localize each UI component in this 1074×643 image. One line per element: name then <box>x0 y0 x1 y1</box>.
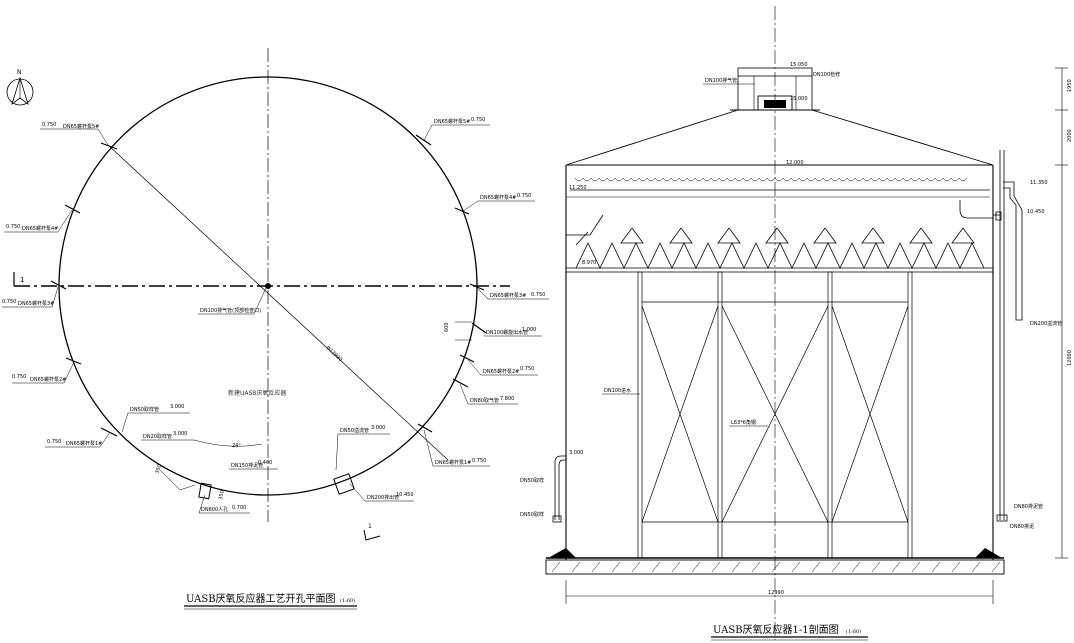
el-label: 0.750 <box>47 439 61 445</box>
el-label: 10.450 <box>396 492 414 498</box>
inlet-label: DN100进水 <box>604 387 631 394</box>
dn200-label: DN200溢流管 <box>1030 320 1062 327</box>
dn80a-label: DN80排泥管 <box>1014 503 1043 510</box>
nozzle-label: DN50取样管 <box>130 406 159 413</box>
el-right: 11.350 <box>1030 180 1048 186</box>
el-label: 1.000 <box>522 327 536 333</box>
el-label: 0.700 <box>232 505 246 511</box>
el-label: 0.750 <box>517 193 531 199</box>
nozzle-label: DN65螺杆泵4# <box>480 194 516 201</box>
overflow-pipe <box>959 150 1023 522</box>
el-label: 0.750 <box>12 374 26 380</box>
top-vent <box>730 67 820 111</box>
nozzle-label: DN65螺杆泵3# <box>490 292 526 299</box>
dim-2: 2000 <box>1067 129 1073 142</box>
nozzle-label: DN65螺杆泵4# <box>22 225 58 232</box>
el-sample: 3.000 <box>569 450 583 456</box>
section-view: DN100排气管 15.050 DN100检修 15.000 12.000 11… <box>520 6 1073 641</box>
el-label: 0.750 <box>472 458 486 464</box>
weir-wave <box>574 177 968 182</box>
angle-label: 24° <box>232 443 241 449</box>
nozzle-label: DN200排出管 <box>367 494 399 501</box>
dim-1: 1950 <box>1067 79 1073 92</box>
el-roof: 12.000 <box>786 160 804 166</box>
el-ring: 8.970 <box>582 260 596 266</box>
width-dim: 12990 <box>768 590 784 596</box>
nozzle-marks <box>50 134 487 437</box>
diameter-line <box>107 144 449 461</box>
center-point <box>265 283 271 289</box>
roof-left <box>565 109 739 166</box>
nozzle-label: DN600人孔 <box>201 506 228 513</box>
el-label: 0.400 <box>258 460 272 466</box>
el-label: 0.750 <box>531 292 545 298</box>
height-dims <box>1055 67 1068 559</box>
el-top: 15.050 <box>790 62 808 68</box>
el-label: 0.750 <box>2 299 16 305</box>
nozzle-label: DN65螺杆泵1# <box>66 440 102 447</box>
el-top2: 15.000 <box>790 96 808 102</box>
el-water: 11.250 <box>569 185 587 191</box>
north-label: N <box>17 69 22 76</box>
dn50a-label: DN50取样 <box>520 477 544 484</box>
vent-label: DN100排气管 <box>705 77 737 84</box>
nozzle-label: DN50溢流管 <box>340 427 369 434</box>
nozzle-label: DN65螺杆泵3# <box>18 300 54 307</box>
nozzle-label: DN65螺杆泵5# <box>63 123 99 130</box>
nozzle-label: DN20取样管 <box>143 433 172 440</box>
section-title: UASB厌氧反应器1-1剖面图 <box>713 623 839 636</box>
support-frame <box>637 271 913 559</box>
dim-600: 600 <box>444 322 450 332</box>
center-pipe-label: DN100排气管(顶部检查口) <box>200 307 261 314</box>
el-label: 7.800 <box>500 396 514 402</box>
separator-row <box>566 214 993 273</box>
section-mark-left: 1 <box>20 276 24 284</box>
nozzle-label: DN80取气管 <box>470 397 499 404</box>
nozzle-label: DN65螺杆泵1# <box>435 459 471 466</box>
tank-outline <box>58 76 478 496</box>
nozzle-label: DN65螺杆泵2# <box>30 376 66 383</box>
nozzle-label: DN100螺旋出水管 <box>486 329 528 336</box>
el-right2: 10.450 <box>1027 209 1045 215</box>
el-label: 3.000 <box>173 431 187 437</box>
foundation <box>545 548 1005 575</box>
diameter-label: Φ12990 <box>325 345 344 363</box>
north-arrow-icon: N <box>6 69 34 106</box>
section-mark-label: 1 <box>368 523 372 530</box>
nozzle-label: DN65螺杆泵5# <box>434 118 470 125</box>
plan-view: N 1 Φ12990 新建UASB厌氧反应器 <box>2 48 549 610</box>
dim-350a: 350 <box>154 464 163 475</box>
sample-pipe <box>552 455 566 523</box>
el-label: 0.750 <box>471 117 485 123</box>
nozzle-label: DN150排泥管 <box>231 462 263 469</box>
dim-3: 12000 <box>1067 350 1073 366</box>
plan-scale: (1:60) <box>340 597 355 604</box>
hatch-label: DN100检修 <box>813 71 840 78</box>
el-label: 3.000 <box>170 404 184 410</box>
dim-350b: 350 <box>218 490 226 500</box>
plan-bottom-labels: DN50取样管 3.000 DN20取样管 3.000 24° DN150排泥管… <box>121 404 414 514</box>
section-mark-bottom: 1 <box>363 523 381 541</box>
el-label: 3.000 <box>371 425 385 431</box>
plan-right-labels: DN65螺杆泵5# 0.750 DN65螺杆泵4# 0.750 DN65螺杆泵3… <box>423 117 549 467</box>
center-label: 新建UASB厌氧反应器 <box>228 389 286 397</box>
angle-steel-label: L63*6角钢 <box>731 419 756 426</box>
plan-title: UASB厌氧反应器工艺开孔平面图 <box>186 592 336 605</box>
el-label: 0.750 <box>6 224 20 230</box>
plan-left-labels: 0.750 DN65螺杆泵5# 0.750 DN65螺杆泵4# 0.750 DN… <box>2 122 111 448</box>
nozzle-label: DN65螺杆泵2# <box>483 368 519 375</box>
el-label: 0.750 <box>520 366 534 372</box>
section-scale: (1:60) <box>846 628 861 635</box>
roof-right <box>811 109 994 166</box>
el-label: 0.750 <box>42 122 56 128</box>
dn50b-label: DN50取样 <box>520 511 544 518</box>
dn80b-label: DN80排泥 <box>1010 523 1034 530</box>
